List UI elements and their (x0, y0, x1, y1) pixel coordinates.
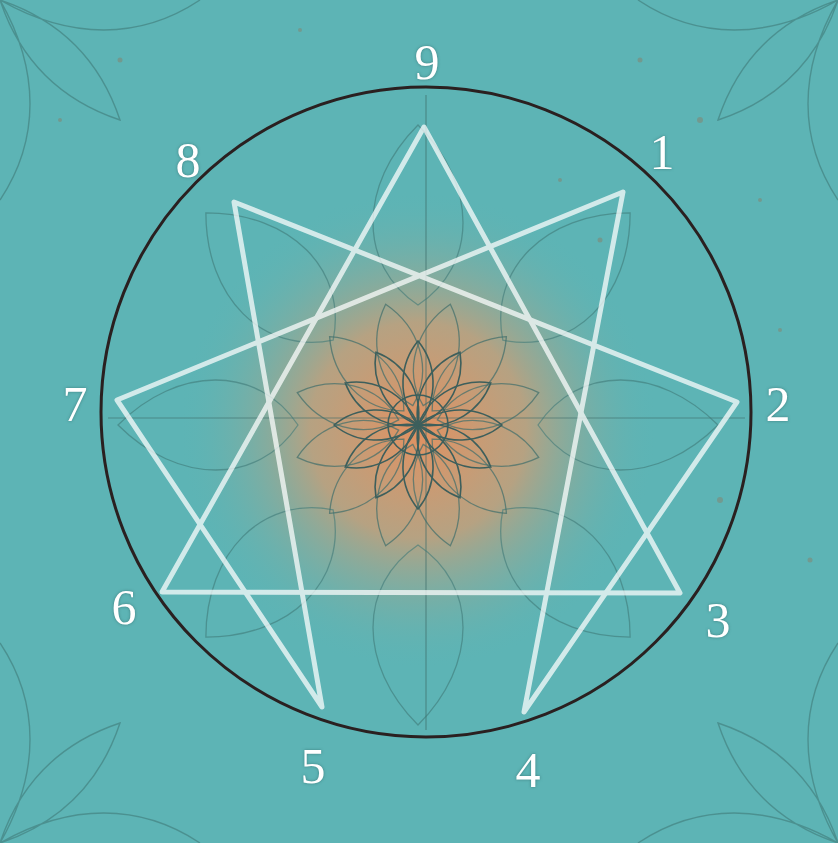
point-number: 2 (766, 379, 791, 429)
point-number: 1 (650, 127, 675, 177)
point-number: 4 (516, 745, 541, 795)
point-number: 7 (63, 379, 88, 429)
point-number: 3 (706, 595, 731, 645)
point-number: 8 (176, 135, 201, 185)
point-number: 5 (301, 741, 326, 791)
point-number: 6 (112, 582, 137, 632)
point-number: 9 (415, 37, 440, 87)
